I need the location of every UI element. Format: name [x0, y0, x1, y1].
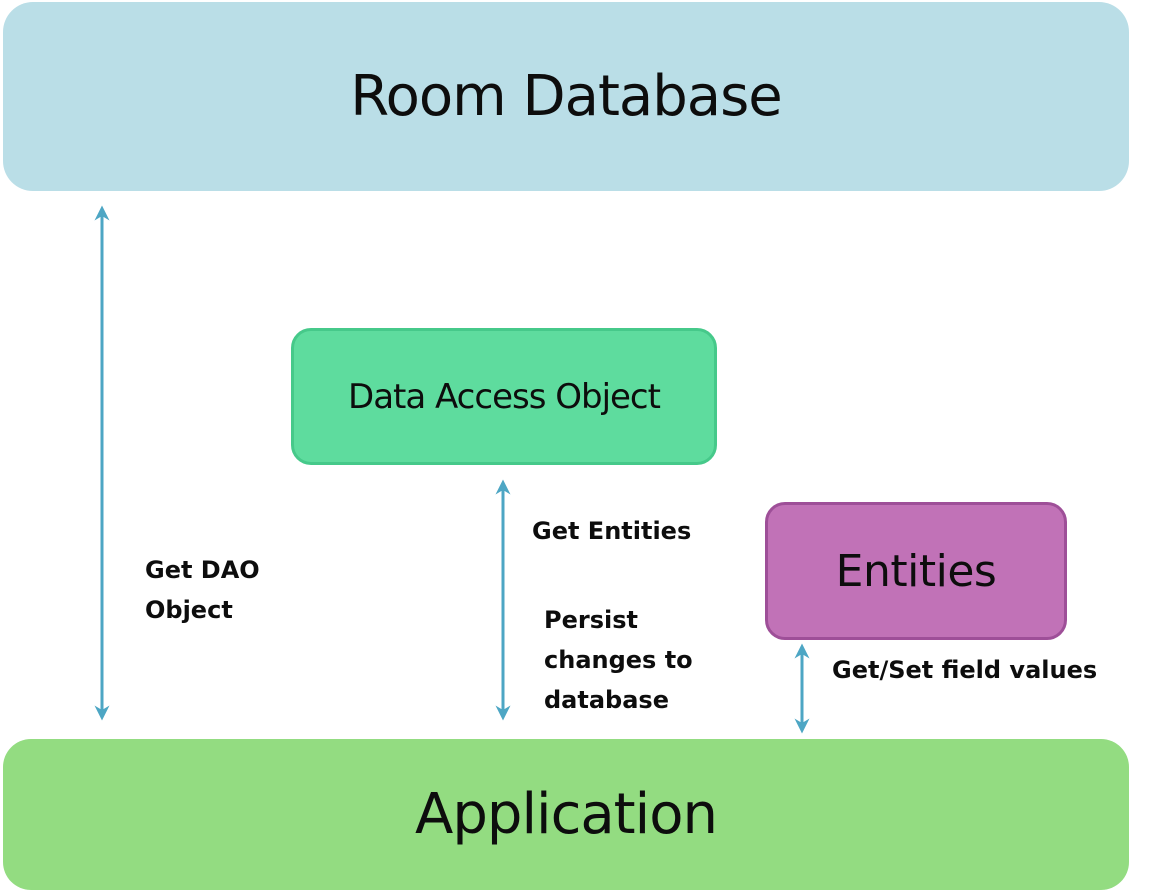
- data-access-object-label: Data Access Object: [348, 376, 661, 417]
- room-database-box: Room Database: [3, 2, 1129, 191]
- entities-box: Entities: [765, 502, 1067, 640]
- get-entities-label: Get Entities: [532, 517, 692, 545]
- room-database-label: Room Database: [350, 64, 782, 129]
- get-set-field-values-label: Get/Set field values: [832, 656, 1098, 684]
- application-box: Application: [3, 739, 1129, 890]
- application-label: Application: [415, 782, 718, 847]
- get-dao-object-label: Get DAO Object: [145, 556, 260, 624]
- persist-changes-label: Persist changes to database: [544, 606, 693, 714]
- entities-label: Entities: [835, 545, 997, 597]
- data-access-object-box: Data Access Object: [291, 328, 717, 465]
